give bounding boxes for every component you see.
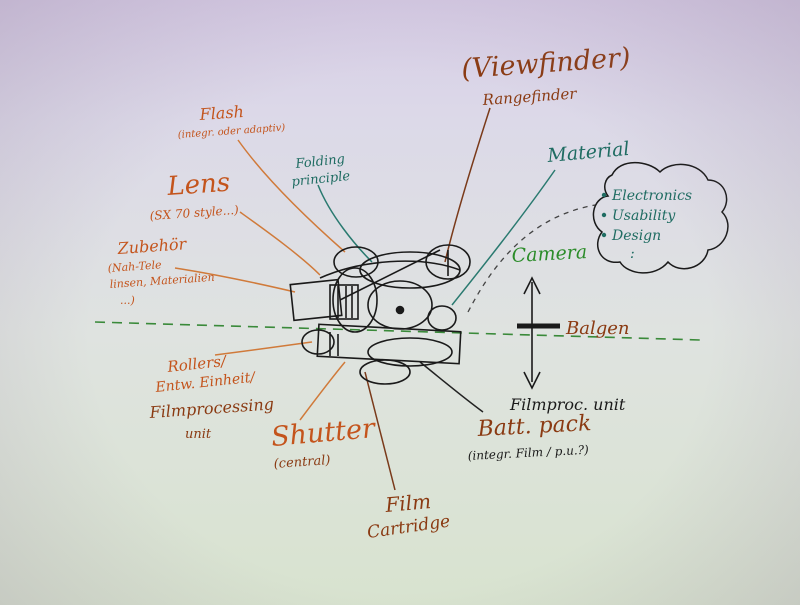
label-rangefinder: Rangefinder [481, 84, 578, 109]
lead-film [364, 371, 396, 491]
cloud-item-electronics: Electronics [611, 188, 692, 204]
lead-zubehoer [174, 267, 296, 293]
label-rollers-sub2: Filmprocessing [148, 394, 275, 422]
lead-material [451, 169, 556, 306]
bullet-icon [601, 192, 607, 198]
shutter-ellipse [332, 267, 378, 333]
film-ellipse [359, 359, 411, 385]
label-film: Film [383, 489, 432, 517]
label-rollers-sub3: unit [185, 427, 212, 442]
label-flash-sub: (integr. oder adaptiv) [177, 122, 285, 140]
cloud-item-design: Design [611, 228, 661, 244]
lens-block-inner [329, 284, 359, 320]
label-folding-sub: principle [291, 169, 351, 190]
rangefinder-dot [395, 305, 405, 315]
leader-lines [174, 107, 556, 491]
label-material: Material [546, 138, 631, 167]
camera-filmproc-arrow [517, 276, 560, 390]
bullet-icon [601, 212, 607, 218]
label-folding: Folding [294, 152, 346, 172]
label-zubehoer-sub3: ...) [120, 294, 135, 307]
label-camera: Camera [511, 241, 588, 267]
label-shutter-sub: (central) [273, 453, 331, 472]
lead-rollers [214, 341, 313, 356]
bullet-icon [601, 232, 607, 238]
label-filmproc: Filmproc. unit [509, 395, 626, 414]
label-zubehoer: Zubehör [116, 234, 188, 258]
cloud-connector-dashed [467, 204, 596, 313]
cloud-list: Electronics Usability Design : [601, 188, 692, 262]
lead-flash [237, 139, 346, 253]
label-shutter: Shutter [270, 413, 378, 453]
label-bellows: Balgen [565, 318, 629, 339]
batt-ellipse [367, 337, 453, 367]
label-battpack-sub: (integr. Film / p.u.?) [467, 443, 589, 463]
cloud-item-usability: Usability [612, 208, 676, 224]
lead-battpack [419, 361, 484, 413]
lens-block [289, 278, 343, 322]
camera-sketch [289, 244, 471, 385]
label-zubehoer-sub1: (Nah-Tele [107, 258, 162, 275]
label-flash: Flash [198, 102, 244, 124]
lead-viewfinder [444, 107, 491, 263]
material-ellipse [427, 305, 457, 331]
cloud-item-more: : [630, 246, 635, 262]
label-lens: Lens [165, 168, 231, 202]
label-lens-sub: (SX 70 style...) [149, 203, 239, 223]
label-battpack: Batt. pack [476, 411, 592, 442]
label-viewfinder: (Viewfinder) [460, 42, 631, 85]
label-cartridge: Cartridge [366, 512, 451, 543]
lead-lens [239, 211, 321, 276]
lead-shutter [299, 361, 346, 421]
thought-cloud [592, 161, 729, 274]
lead-folding [317, 184, 373, 263]
